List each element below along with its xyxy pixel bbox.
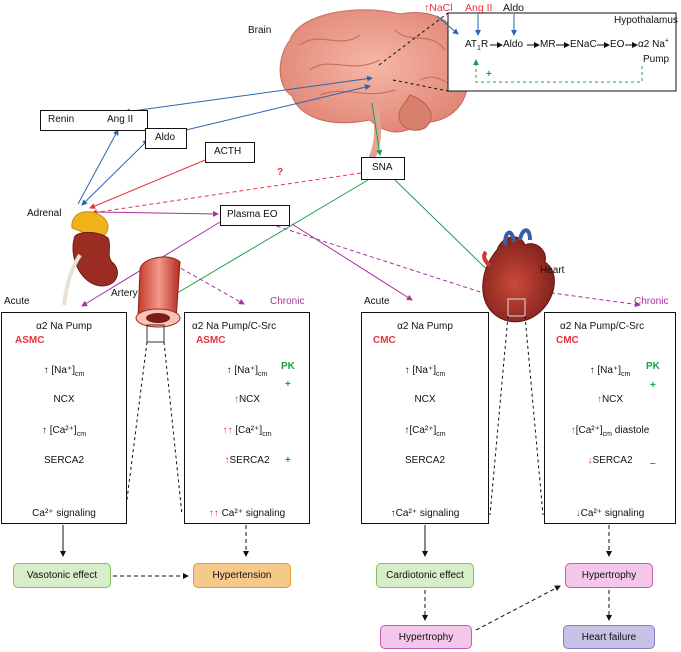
panel1-ca: ↑ [Ca²⁺]cm xyxy=(41,425,87,439)
panel1-signaling: Ca²⁺ signaling xyxy=(32,508,96,519)
panel2-cell: ASMC xyxy=(196,335,226,346)
brain-label: Brain xyxy=(248,25,272,36)
panel-chronic-cmc xyxy=(544,312,676,524)
sna-box xyxy=(361,157,405,180)
panel4-heading: Chronic xyxy=(634,296,669,307)
pathway-mr: MR xyxy=(540,39,556,50)
heart-failure-outcome: Heart failure xyxy=(563,625,655,649)
panel3-cell: CMC xyxy=(373,335,396,346)
aldo-label: Aldo xyxy=(155,132,176,143)
unknown-link-mark: ? xyxy=(277,167,284,178)
hypothalamus-input-nacl: ↑NaCl xyxy=(424,2,453,14)
hypertrophy-outcome-left: Hypertrophy xyxy=(380,625,472,649)
panel2-title: α2 Na Pump/C-Src xyxy=(192,321,277,332)
panel-acute-cmc xyxy=(361,312,489,524)
panel4-cell: CMC xyxy=(556,335,579,346)
acth-box xyxy=(205,142,255,163)
heart-label: Heart xyxy=(540,265,565,276)
panel2-plus-2: + xyxy=(285,455,291,466)
hypertrophy-outcome-right: Hypertrophy xyxy=(565,563,653,588)
panel4-signaling: ↓Ca²⁺ signaling xyxy=(575,508,645,519)
panel2-na: ↑ [Na⁺]cm xyxy=(226,365,268,379)
panel2-pk: PK xyxy=(281,361,295,372)
hypothalamus-feedback-plus: + xyxy=(486,69,492,80)
pathway-eo: EO xyxy=(610,39,625,50)
hypothalamus-box xyxy=(447,12,677,92)
pathway-pump: Pump xyxy=(643,54,670,65)
plasma-eo-box xyxy=(220,205,290,226)
pathway-enac: ENaC xyxy=(570,39,597,50)
panel1-heading: Acute xyxy=(4,296,30,307)
hypothalamus-input-ang-ii: Ang II xyxy=(465,2,493,14)
artery-label: Artery xyxy=(111,288,138,299)
panel2-heading: Chronic xyxy=(270,296,305,307)
panel4-plus: + xyxy=(650,380,656,391)
panel2-serca2: ↑SERCA2 xyxy=(224,455,270,466)
panel3-ncx: NCX xyxy=(414,394,436,405)
pathway-aldo: Aldo xyxy=(503,39,524,50)
vasotonic-effect-outcome: Vasotonic effect xyxy=(13,563,111,588)
panel3-heading: Acute xyxy=(364,296,390,307)
panel2-signaling: ↑↑ Ca²⁺ signaling xyxy=(208,508,286,519)
panel4-na: ↑ [Na⁺]cm xyxy=(589,365,631,379)
hypothalamus-input-aldo: Aldo xyxy=(503,2,525,14)
panel4-pk: PK xyxy=(646,361,660,372)
acth-label: ACTH xyxy=(214,146,242,157)
adrenal-kidney-illustration xyxy=(62,211,118,306)
panel2-plus-1: + xyxy=(285,379,291,390)
sna-label: SNA xyxy=(372,162,393,173)
artery-illustration xyxy=(135,256,181,343)
pathway-na: α2 Na+ xyxy=(638,37,669,50)
renin-label: Renin xyxy=(48,114,75,125)
panel1-cell: ASMC xyxy=(15,335,45,346)
brain-illustration xyxy=(279,9,468,160)
panel1-ncx: NCX xyxy=(53,394,75,405)
panel3-signaling: ↑Ca²⁺ signaling xyxy=(390,508,460,519)
ang-ii-label: Ang II xyxy=(107,114,134,125)
cardiotonic-effect-outcome: Cardiotonic effect xyxy=(376,563,474,588)
panel4-minus: – xyxy=(650,458,656,469)
renin-angii-box xyxy=(40,110,148,131)
panel4-ca: ↑[Ca²⁺]cm diastole xyxy=(570,425,650,439)
panel1-title: α2 Na Pump xyxy=(36,321,92,332)
panel-acute-asmc xyxy=(1,312,127,524)
plasma-eo-label: Plasma EO xyxy=(227,209,278,220)
heart-illustration xyxy=(482,228,555,323)
pathway-at-r: AT1R xyxy=(465,39,489,53)
panel1-na: ↑ [Na⁺]cm xyxy=(43,365,85,379)
panel2-ncx: ↑NCX xyxy=(233,394,261,405)
panel4-title: α2 Na Pump/C-Src xyxy=(560,321,645,332)
panel-chronic-asmc xyxy=(184,312,310,524)
aldo-box xyxy=(145,128,187,149)
panel3-ca: ↑[Ca²⁺]cm xyxy=(404,425,446,439)
panel1-serca2: SERCA2 xyxy=(43,455,84,466)
panel4-serca2: ↓SERCA2 xyxy=(587,455,633,466)
panel3-serca2: SERCA2 xyxy=(404,455,445,466)
panel4-ncx: ↑NCX xyxy=(596,394,624,405)
hypertension-outcome: Hypertension xyxy=(193,563,291,588)
adrenal-label: Adrenal xyxy=(27,208,62,219)
panel2-ca: ↑↑ [Ca²⁺]cm xyxy=(222,425,272,439)
panel3-title: α2 Na Pump xyxy=(397,321,453,332)
panel3-na: ↑ [Na⁺]cm xyxy=(404,365,446,379)
hypothalamus-title: Hypothalamus xyxy=(614,15,678,26)
